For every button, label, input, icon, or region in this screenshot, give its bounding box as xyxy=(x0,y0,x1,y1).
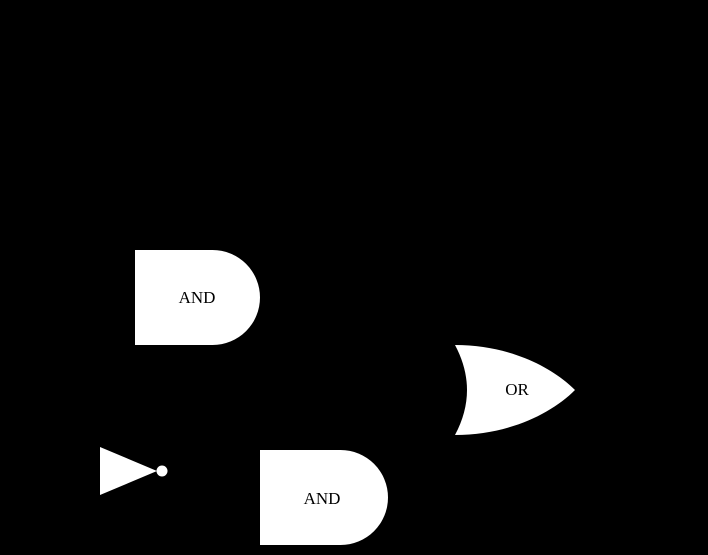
and-gate-top-label: AND xyxy=(179,288,216,307)
not-gate-triangle xyxy=(100,447,157,495)
or-gate-shape xyxy=(455,345,575,435)
and-gate-bottom-shape xyxy=(260,450,388,545)
or-gate-label: OR xyxy=(505,380,529,399)
and-gate-bottom-label: AND xyxy=(304,489,341,508)
and-gate-top: AND xyxy=(135,250,260,345)
not-gate-bubble-icon xyxy=(156,465,168,477)
and-gate-bottom: AND xyxy=(260,450,388,545)
and-gate-top-shape xyxy=(135,250,260,345)
or-gate: OR xyxy=(455,345,575,435)
not-gate xyxy=(100,447,168,495)
